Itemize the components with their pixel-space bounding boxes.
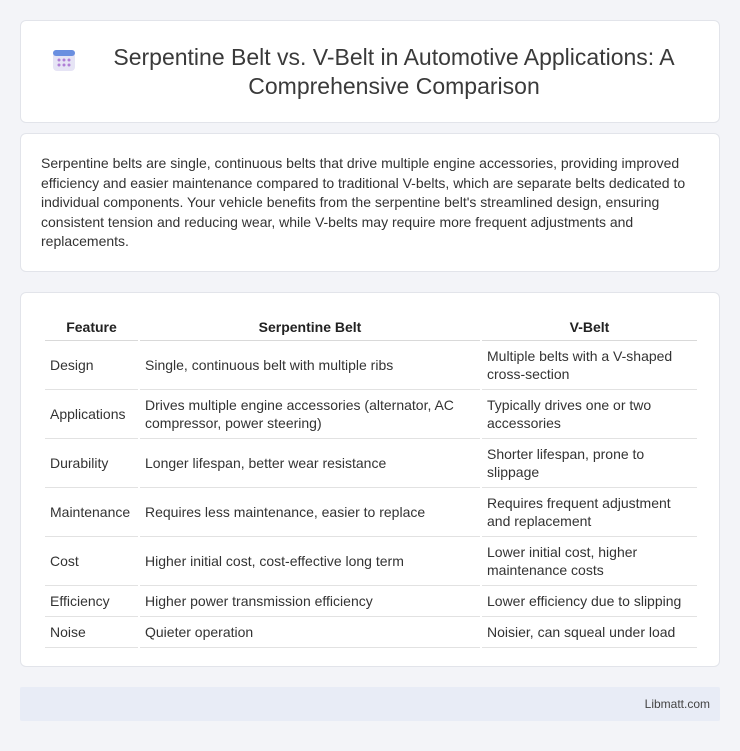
table-row: Applications Drives multiple engine acce… <box>45 390 697 439</box>
row-feature: Durability <box>45 439 138 488</box>
row-vbelt: Shorter lifespan, prone to slippage <box>482 439 697 488</box>
table-row: Efficiency Higher power transmission eff… <box>45 586 697 617</box>
table-header-row: Feature Serpentine Belt V-Belt <box>45 313 697 341</box>
header-feature: Feature <box>45 313 138 341</box>
row-feature: Noise <box>45 617 138 648</box>
row-serpentine: Requires less maintenance, easier to rep… <box>140 488 480 537</box>
table-row: Durability Longer lifespan, better wear … <box>45 439 697 488</box>
title-row: Serpentine Belt vs. V-Belt in Automotive… <box>51 43 689 101</box>
row-feature: Cost <box>45 537 138 586</box>
intro-paragraph: Serpentine belts are single, continuous … <box>41 155 686 249</box>
row-serpentine: Drives multiple engine accessories (alte… <box>140 390 480 439</box>
row-vbelt: Typically drives one or two accessories <box>482 390 697 439</box>
table-row: Maintenance Requires less maintenance, e… <box>45 488 697 537</box>
row-vbelt: Requires frequent adjustment and replace… <box>482 488 697 537</box>
calendar-grid-icon <box>53 49 75 71</box>
row-feature: Applications <box>45 390 138 439</box>
row-feature: Efficiency <box>45 586 138 617</box>
row-feature: Maintenance <box>45 488 138 537</box>
intro-card: Serpentine belts are single, continuous … <box>20 133 720 272</box>
page-title: Serpentine Belt vs. V-Belt in Automotive… <box>113 43 675 99</box>
footer-brand-link[interactable]: Libmatt.com <box>644 697 710 711</box>
row-vbelt: Lower efficiency due to slipping <box>482 586 697 617</box>
row-vbelt: Noisier, can squeal under load <box>482 617 697 648</box>
header-vbelt: V-Belt <box>482 313 697 341</box>
table-row: Cost Higher initial cost, cost-effective… <box>45 537 697 586</box>
header-serpentine: Serpentine Belt <box>140 313 480 341</box>
row-serpentine: Single, continuous belt with multiple ri… <box>140 341 480 390</box>
comparison-card: Feature Serpentine Belt V-Belt Design Si… <box>20 292 720 667</box>
title-card: Serpentine Belt vs. V-Belt in Automotive… <box>20 20 720 123</box>
row-vbelt: Lower initial cost, higher maintenance c… <box>482 537 697 586</box>
footer-bar: Libmatt.com <box>20 687 720 721</box>
table-row: Noise Quieter operation Noisier, can squ… <box>45 617 697 648</box>
comparison-table: Feature Serpentine Belt V-Belt Design Si… <box>43 313 699 648</box>
table-row: Design Single, continuous belt with mult… <box>45 341 697 390</box>
row-serpentine: Longer lifespan, better wear resistance <box>140 439 480 488</box>
row-serpentine: Higher initial cost, cost-effective long… <box>140 537 480 586</box>
row-serpentine: Higher power transmission efficiency <box>140 586 480 617</box>
row-feature: Design <box>45 341 138 390</box>
row-serpentine: Quieter operation <box>140 617 480 648</box>
row-vbelt: Multiple belts with a V-shaped cross-sec… <box>482 341 697 390</box>
